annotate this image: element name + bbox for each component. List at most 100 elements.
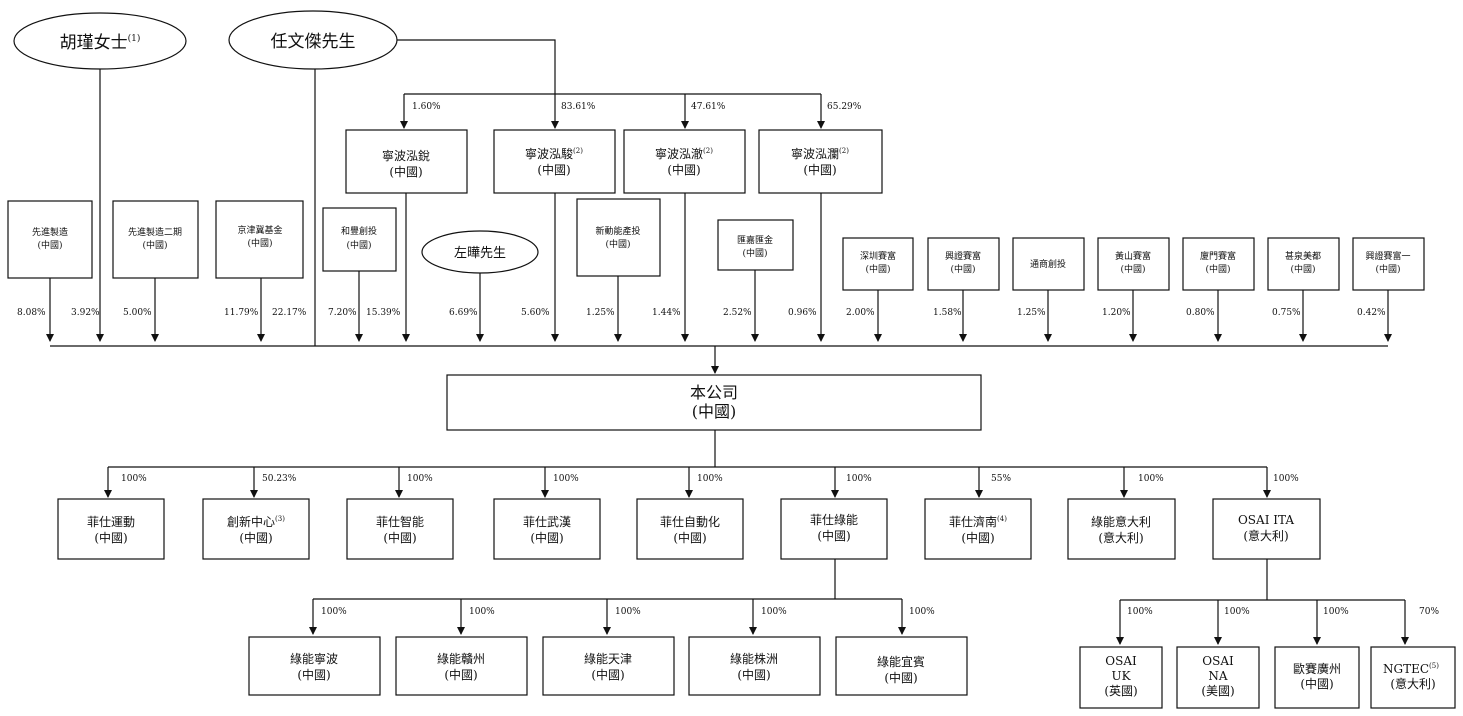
svg-text:100%: 100% xyxy=(1273,474,1299,484)
osai-sub-ngtec: NGTEC(5) (意大利) xyxy=(1370,646,1456,709)
svg-text:(中國): (中國) xyxy=(389,164,422,179)
subsidiary-feishi-jinan: 菲仕濟南(4) (中國) xyxy=(924,498,1032,560)
svg-text:(中國): (中國) xyxy=(673,530,706,545)
ren-to-partnerships-line xyxy=(397,39,556,94)
subsidiary-feishi-green: 菲仕綠能 (中國) xyxy=(780,498,888,560)
svg-text:(中國): (中國) xyxy=(1205,263,1230,275)
svg-text:5.00%: 5.00% xyxy=(123,308,152,318)
svg-text:0.75%: 0.75% xyxy=(1272,308,1301,318)
svg-text:100%: 100% xyxy=(553,474,579,484)
pct-ren-p1: 1.60% xyxy=(412,102,441,112)
svg-text:1.20%: 1.20% xyxy=(1102,308,1131,318)
partnership-ningbo-hongjun: 寧波泓駿(2) (中國) xyxy=(493,129,616,194)
osai-sub-arrows xyxy=(1116,600,1409,645)
svg-text:(意大利): (意大利) xyxy=(1243,528,1288,543)
svg-text:興證賽富一: 興證賽富一 xyxy=(1365,250,1410,262)
osai-sub-pct-labels: 100% 100% 100% 70% xyxy=(1127,607,1439,617)
svg-text:通商創投: 通商創投 xyxy=(1030,258,1066,270)
svg-text:(中國): (中國) xyxy=(297,667,330,682)
shareholder-xingzheng-saifu-1: 興證賽富一 (中國) xyxy=(1352,237,1425,291)
svg-text:綠能寧波: 綠能寧波 xyxy=(290,651,338,666)
subsidiary-feishi-wuhan: 菲仕武漢 (中國) xyxy=(493,498,601,560)
green-sub-arrows xyxy=(309,599,906,635)
company-box: 本公司 (中國) xyxy=(446,374,982,431)
svg-text:OSAI: OSAI xyxy=(1202,654,1234,668)
svg-text:京津冀基金: 京津冀基金 xyxy=(237,224,282,236)
svg-text:(中國): (中國) xyxy=(667,162,700,177)
svg-text:新動能產投: 新動能產投 xyxy=(595,225,640,237)
svg-text:100%: 100% xyxy=(121,474,147,484)
svg-text:菲仕運動: 菲仕運動 xyxy=(87,515,135,529)
svg-text:(中國): (中國) xyxy=(37,239,62,251)
green-sub-ganzhou: 綠能贛州 (中國) xyxy=(395,636,528,696)
subsidiary-innovation-center: 創新中心(3) (中國) xyxy=(202,498,310,560)
svg-text:菲仕武漢: 菲仕武漢 xyxy=(523,515,571,529)
svg-text:100%: 100% xyxy=(1127,607,1153,617)
svg-text:(中國): (中國) xyxy=(1290,263,1315,275)
svg-text:2.00%: 2.00% xyxy=(846,308,875,318)
owner-ren-name: 任文傑先生 xyxy=(271,32,356,52)
svg-text:匯嘉匯金: 匯嘉匯金 xyxy=(737,234,773,246)
svg-text:(中國): (中國) xyxy=(742,247,767,259)
svg-text:0.42%: 0.42% xyxy=(1357,308,1386,318)
svg-text:和豐創投: 和豐創投 xyxy=(341,225,377,237)
svg-text:(中國): (中國) xyxy=(444,667,477,682)
svg-text:(中國): (中國) xyxy=(817,528,850,543)
svg-text:70%: 70% xyxy=(1419,607,1439,617)
svg-text:綠能株洲: 綠能株洲 xyxy=(730,651,778,666)
svg-text:3.92%: 3.92% xyxy=(71,308,100,318)
shareholder-xiamen-saifu: 廈門賽富 (中國) xyxy=(1182,237,1255,291)
subsidiary-osai-ita: OSAI ITA (意大利) xyxy=(1212,498,1321,560)
svg-text:本公司: 本公司 xyxy=(690,383,738,402)
svg-text:(中國): (中國) xyxy=(239,530,272,545)
subsidiary-feishi-motion: 菲仕運動 (中國) xyxy=(57,498,165,560)
owner-zuo: 左曄先生 xyxy=(421,230,539,274)
svg-text:55%: 55% xyxy=(991,474,1011,484)
svg-text:15.39%: 15.39% xyxy=(366,308,401,318)
subsidiary-feishi-intelligent: 菲仕智能 (中國) xyxy=(346,498,454,560)
svg-text:100%: 100% xyxy=(469,607,495,617)
svg-text:5.60%: 5.60% xyxy=(521,308,550,318)
svg-text:6.69%: 6.69% xyxy=(449,308,478,318)
svg-text:(中國): (中國) xyxy=(803,162,836,177)
osai-sub-na: OSAI NA (美國) xyxy=(1176,646,1260,709)
svg-text:100%: 100% xyxy=(761,607,787,617)
svg-text:(中國): (中國) xyxy=(692,402,737,421)
svg-text:50.23%: 50.23% xyxy=(262,474,297,484)
svg-text:NA: NA xyxy=(1208,669,1228,683)
svg-text:寧波泓銳: 寧波泓銳 xyxy=(382,148,430,163)
green-sub-yibin: 綠能宜賓 (中國) xyxy=(835,636,968,696)
shareholder-huijia: 匯嘉匯金 (中國) xyxy=(717,219,794,271)
svg-text:綠能贛州: 綠能贛州 xyxy=(437,651,485,666)
osai-sub-guangzhou: 歐賽廣州 (中國) xyxy=(1274,646,1360,709)
svg-text:8.08%: 8.08% xyxy=(17,308,46,318)
svg-text:(意大利): (意大利) xyxy=(1098,530,1143,545)
svg-text:(中國): (中國) xyxy=(591,667,624,682)
svg-text:寧波泓瀾(2): 寧波泓瀾(2) xyxy=(791,146,849,161)
svg-text:11.79%: 11.79% xyxy=(224,308,259,318)
shareholder-jjj-fund: 京津冀基金 (中國) xyxy=(215,200,304,279)
subsidiary-green-italy: 綠能意大利 (意大利) xyxy=(1067,498,1176,560)
svg-text:1.44%: 1.44% xyxy=(652,308,681,318)
svg-text:(中國): (中國) xyxy=(950,263,975,275)
svg-text:(中國): (中國) xyxy=(737,667,770,682)
shareholder-shenquan-meidu: 甚泉美都 (中國) xyxy=(1267,237,1340,291)
svg-text:100%: 100% xyxy=(615,607,641,617)
svg-text:(中國): (中國) xyxy=(346,239,371,251)
svg-text:黃山賽富: 黃山賽富 xyxy=(1115,250,1151,262)
svg-text:UK: UK xyxy=(1111,669,1131,683)
svg-text:歐賽廣州: 歐賽廣州 xyxy=(1293,661,1341,676)
svg-text:甚泉美都: 甚泉美都 xyxy=(1285,250,1321,262)
svg-text:(美國): (美國) xyxy=(1201,684,1234,698)
green-sub-ningbo: 綠能寧波 (中國) xyxy=(248,636,381,696)
svg-text:(中國): (中國) xyxy=(884,670,917,685)
svg-text:OSAI: OSAI xyxy=(1105,654,1137,668)
svg-text:先進製造: 先進製造 xyxy=(32,226,68,238)
subsidiary-feishi-automation: 菲仕自動化 (中國) xyxy=(636,498,744,560)
svg-text:綠能宜賓: 綠能宜賓 xyxy=(877,654,925,669)
svg-text:菲仕濟南(4): 菲仕濟南(4) xyxy=(949,514,1007,529)
svg-text:菲仕智能: 菲仕智能 xyxy=(376,514,424,529)
svg-text:100%: 100% xyxy=(846,474,872,484)
svg-text:OSAI ITA: OSAI ITA xyxy=(1238,513,1294,527)
partnership-ningbo-hongrui: 寧波泓銳 (中國) xyxy=(345,129,468,194)
